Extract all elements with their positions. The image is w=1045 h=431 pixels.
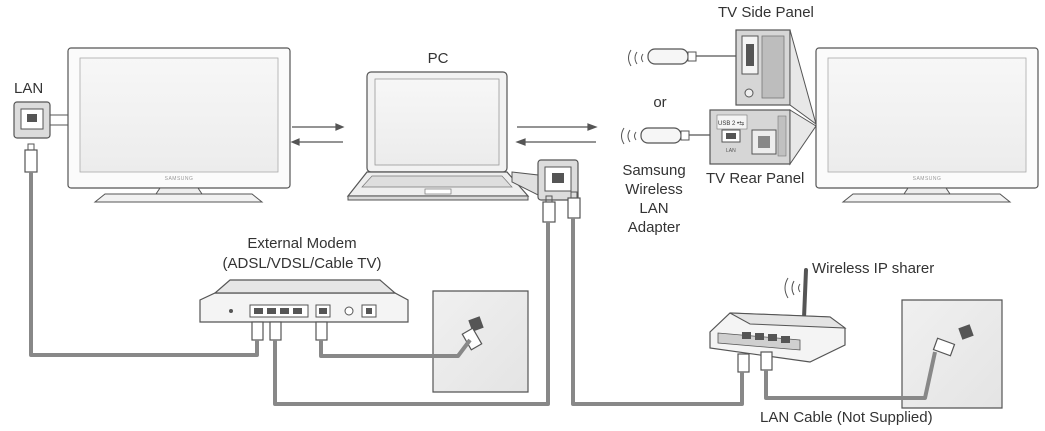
left-lan-port-callout: [13, 101, 68, 139]
cable-modem-to-pc: [273, 222, 550, 406]
left-tv: [67, 47, 291, 203]
laptop: [346, 71, 530, 201]
router-lan-connectors: [737, 351, 773, 373]
pc-lan-port-callout: [511, 159, 579, 201]
pc-lan-connectors: [542, 191, 581, 223]
wireless-ip-sharer: [709, 268, 847, 363]
cable-modem-to-wall: [319, 338, 472, 358]
wall-outlet-right: [901, 299, 1003, 409]
modem-label-line1: External Modem: [247, 235, 357, 252]
left-lan-connector: [24, 143, 38, 173]
modem-lan-connectors: [251, 321, 328, 341]
tv-rear-panel: USB 2 •⇆ LAN: [709, 109, 791, 165]
cable-tv-to-modem: [29, 172, 259, 357]
right-tv: [815, 47, 1039, 203]
pc-adapter-arrows: [515, 123, 598, 146]
panel-callout-lines: [789, 29, 817, 166]
adapter-label-line3: LAN: [639, 200, 669, 217]
cable-pc-to-router: [571, 218, 744, 406]
right-tv-brand-logo: SAMSUNG: [912, 176, 942, 182]
adapter-label-line2: Wireless: [625, 181, 683, 198]
cable-router-to-wall: [764, 351, 937, 400]
modem-label-line2: (ADSL/VDSL/Cable TV): [222, 255, 382, 272]
tv-pc-arrows: [290, 123, 345, 146]
wireless-ip-sharer-label: Wireless IP sharer: [812, 260, 935, 277]
lan-cable-label: LAN Cable (Not Supplied): [760, 409, 933, 426]
tv-side-panel-label: TV Side Panel: [718, 4, 814, 21]
rear-panel-lan-text: LAN: [726, 148, 736, 154]
adapter-label-line1: Samsung: [622, 162, 686, 179]
tv-rear-panel-label: TV Rear Panel: [706, 170, 805, 187]
usb-adapter-top: [628, 48, 746, 67]
lan-cables: [29, 172, 937, 406]
or-label: or: [653, 94, 667, 111]
tv-side-panel: [735, 29, 791, 106]
pc-label: PC: [427, 50, 449, 67]
external-modem: [199, 279, 409, 323]
rear-panel-usb-text: USB 2 •⇆: [718, 120, 744, 127]
left-tv-brand-logo: SAMSUNG: [164, 176, 194, 182]
lan-label: LAN: [14, 80, 44, 97]
adapter-label-line4: Adapter: [627, 219, 681, 236]
wall-outlet-left: [432, 290, 529, 393]
